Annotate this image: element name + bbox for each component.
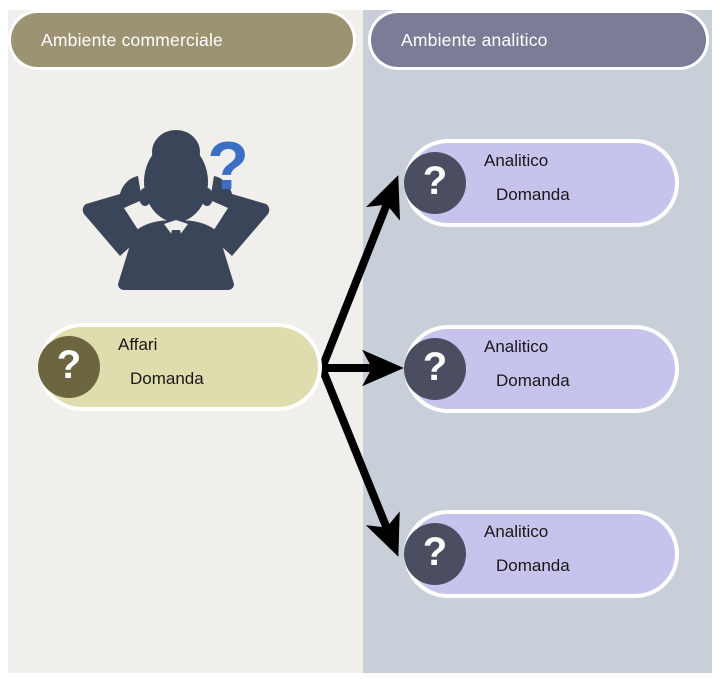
business-question-line1: Affari [118, 335, 158, 354]
analytic-question-text: Analitico Domanda [484, 337, 570, 391]
analytic-question-line2: Domanda [496, 556, 570, 575]
business-question-text: Affari Domanda [118, 335, 204, 389]
header-business-environment: Ambiente commerciale [8, 10, 356, 70]
analytic-question-text: Analitico Domanda [484, 522, 570, 576]
question-mark-badge-icon: ? [38, 336, 100, 398]
thought-question-mark: ? [207, 128, 249, 204]
analytic-question-line2: Domanda [496, 371, 570, 390]
analytic-question-card[interactable]: ? Analitico Domanda [404, 139, 679, 227]
analytic-question-text: Analitico Domanda [484, 151, 570, 205]
analytic-question-card[interactable]: ? Analitico Domanda [404, 510, 679, 598]
analytic-question-line1: Analitico [484, 522, 549, 541]
analytic-question-line1: Analitico [484, 151, 549, 170]
question-mark-badge-icon: ? [404, 152, 466, 214]
analytic-question-line1: Analitico [484, 337, 549, 356]
business-question-line2: Domanda [130, 369, 204, 388]
header-business-label: Ambiente commerciale [41, 29, 223, 50]
analytic-question-card[interactable]: ? Analitico Domanda [404, 325, 679, 413]
question-mark-badge-icon: ? [404, 338, 466, 400]
header-analytic-environment: Ambiente analitico [368, 10, 709, 70]
header-analytic-label: Ambiente analitico [401, 29, 548, 50]
analytic-question-line2: Domanda [496, 185, 570, 204]
confused-person-icon: ? [82, 128, 270, 290]
business-question-card[interactable]: ? Affari Domanda [38, 323, 322, 411]
question-mark-badge-icon: ? [404, 523, 466, 585]
